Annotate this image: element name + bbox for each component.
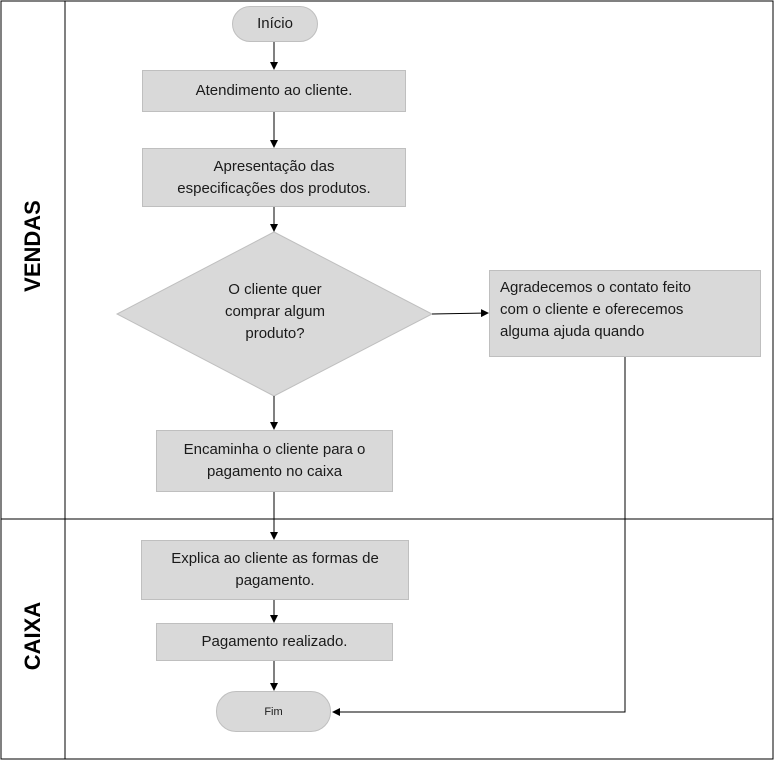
explain-payment-box: Explica ao cliente as formas de pagament…	[141, 540, 409, 600]
start-node: Início	[232, 6, 318, 42]
attend-customer-box: Atendimento ao cliente.	[142, 70, 406, 112]
arrow-decision-to-thanks	[431, 309, 489, 318]
decision-label: O cliente quer comprar algum produto?	[224, 281, 326, 342]
forward-to-cashier-box: Encaminha o cliente para o pagamento no …	[156, 430, 393, 492]
lane-label-caixa: CAIXA	[20, 601, 45, 671]
lane-label-vendas: VENDAS	[20, 200, 45, 292]
end-node: Fim	[216, 691, 331, 732]
present-specs-box: Apresentação das especificações dos prod…	[142, 148, 406, 207]
arrow-thanks-to-end	[332, 357, 626, 716]
thanks-box: Agradecemos o contato feito com o client…	[489, 270, 761, 357]
payment-done-box: Pagamento realizado.	[156, 623, 393, 661]
